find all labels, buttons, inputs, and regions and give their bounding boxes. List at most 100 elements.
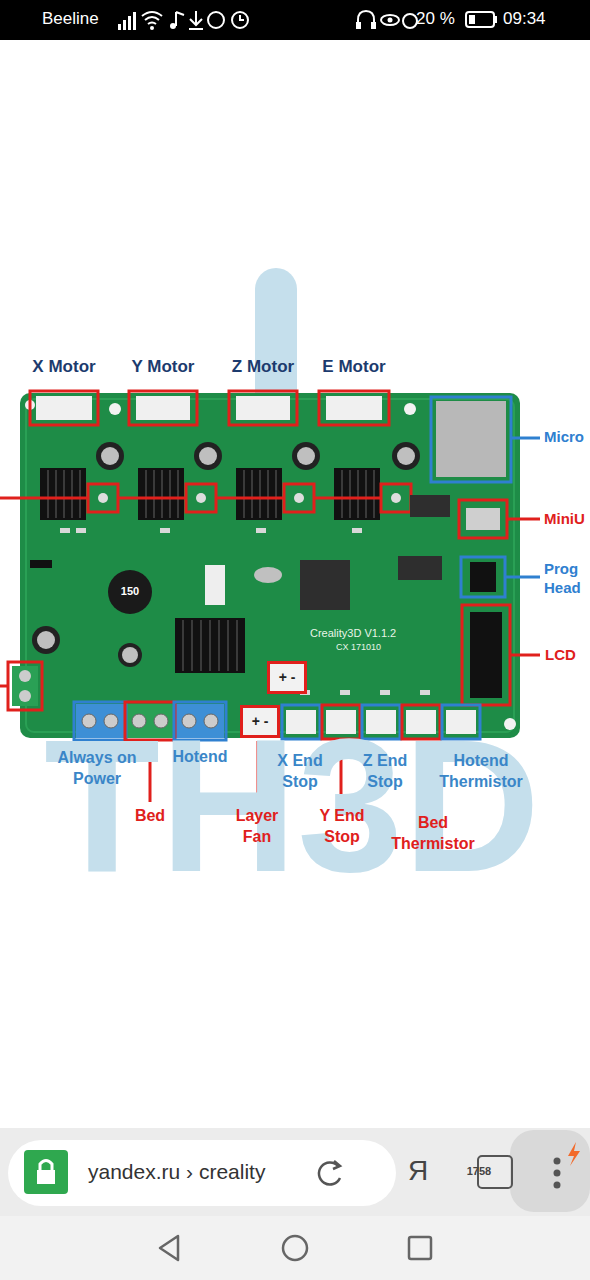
part-label: MiniU: [544, 510, 590, 528]
smd-part: [420, 690, 430, 695]
battery-tip: [494, 16, 497, 23]
part-label: Y Motor: [118, 357, 208, 377]
menu-panel: [510, 1130, 590, 1212]
bolt-icon: [568, 1142, 580, 1166]
reload-icon: [319, 1163, 340, 1185]
highlight-box: [381, 484, 411, 512]
capacitor: [392, 442, 420, 470]
url-field: [8, 1140, 396, 1206]
capacitor-top: [297, 447, 315, 465]
battery-icon: [466, 12, 494, 27]
highlight-box: [284, 484, 314, 512]
pcb: [20, 393, 520, 738]
music-icon: [176, 12, 184, 26]
diode: [30, 560, 52, 568]
smd-part: [76, 528, 86, 533]
headphone-cup: [356, 22, 361, 29]
signal-icon: [118, 12, 136, 30]
fan-connector: + -: [267, 661, 307, 694]
recents-button: [409, 1237, 431, 1259]
music-icon-dot: [170, 23, 176, 29]
board-name: Creality3D V1.1.2: [310, 627, 450, 640]
leader-line: [505, 576, 540, 579]
smd-part: [256, 528, 266, 533]
eye-icon: [381, 15, 399, 25]
part-label: X Motor: [19, 357, 109, 377]
part-label: Bed Thermistor: [379, 812, 487, 854]
part-label: Hotend Thermistor: [427, 750, 535, 792]
highlight-box: [30, 391, 98, 425]
lock-badge: [24, 1150, 68, 1194]
part-label: Prog Head: [544, 559, 590, 597]
connector: [36, 396, 92, 420]
part-label: Z Motor: [218, 357, 308, 377]
signal-bar: [133, 12, 136, 30]
wifi-dot: [150, 26, 154, 30]
smd-parts: [60, 528, 430, 695]
potentiometer: [391, 493, 401, 503]
yandex-button: Я: [408, 1154, 448, 1188]
pin-polarity: + -: [250, 713, 270, 730]
part-label: Micro: [544, 428, 590, 446]
capacitor: [194, 442, 222, 470]
highlight-box: [461, 557, 505, 597]
pin-header: [470, 562, 496, 592]
menu-dot: [554, 1170, 561, 1177]
url-text: yandex.ru › creality: [88, 1159, 316, 1184]
part-label: Layer Fan: [227, 805, 287, 847]
watermark: TH3D: [44, 710, 544, 900]
mounting-hole: [109, 403, 121, 415]
signal-bar: [123, 20, 126, 30]
capacitor-top: [397, 447, 415, 465]
chip: [410, 495, 450, 517]
reload-arrow: [333, 1161, 340, 1169]
leader-line: [507, 518, 540, 521]
signal-bar: [128, 16, 131, 30]
highlight-box: [8, 662, 42, 710]
battery-level: [469, 15, 475, 24]
lock-icon: [37, 1170, 55, 1184]
leader-line: [511, 437, 540, 440]
smd-part: [340, 690, 350, 695]
heatsink-fins: [48, 470, 374, 518]
highlight-box: [431, 397, 511, 482]
capacitor-top: [122, 647, 138, 663]
connector: [205, 565, 225, 605]
part-label: Hotend: [168, 747, 232, 766]
carrier-name: Beeline: [42, 9, 132, 29]
part-label: E Motor: [309, 357, 399, 377]
browser-bar: [0, 1128, 590, 1216]
crystal: [254, 567, 282, 583]
tab-count: 1758: [463, 1165, 495, 1178]
signal-bar: [118, 24, 121, 30]
clock-hands: [240, 15, 244, 20]
headphone-cup: [371, 22, 376, 29]
highlight-box: [186, 484, 216, 512]
highlight-box: [459, 500, 507, 538]
highlight-box: [462, 605, 510, 705]
smd-part: [160, 528, 170, 533]
capacitor: [292, 442, 320, 470]
usb-port: [466, 508, 500, 530]
battery-percent: 20 %: [416, 9, 464, 29]
inductor-marking: 150: [110, 585, 150, 598]
potentiometers: [88, 484, 411, 512]
clock-time: 09:34: [503, 9, 563, 29]
smd-part: [352, 528, 362, 533]
home-button: [283, 1236, 307, 1260]
highlight-box: [229, 391, 297, 425]
status-bar: [0, 0, 590, 40]
smd-part: [60, 528, 70, 533]
capacitor: [96, 442, 124, 470]
inductor: [108, 570, 152, 614]
highlight-box: [319, 391, 389, 425]
wifi-icon: [142, 12, 162, 24]
sd-slot: [436, 401, 506, 477]
potentiometer: [98, 493, 108, 503]
nav-bar: [0, 1216, 590, 1280]
menu-dot: [554, 1182, 561, 1189]
part-label: Always on Power: [56, 747, 138, 789]
capacitor-top: [101, 447, 119, 465]
